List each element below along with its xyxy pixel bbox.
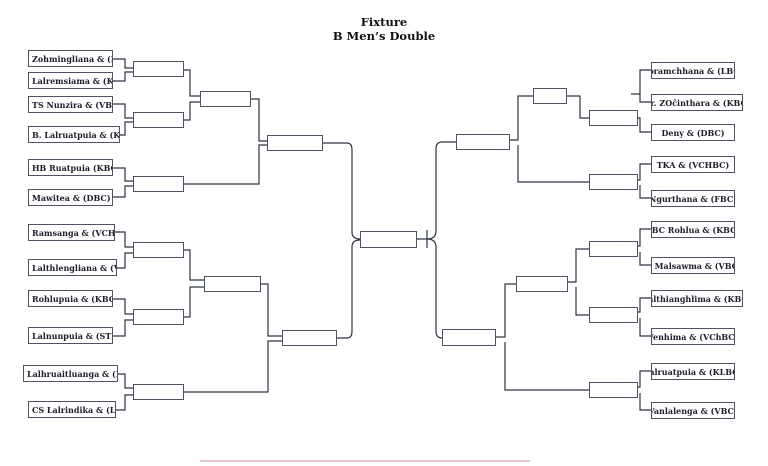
left-r1-winner-box (133, 176, 184, 192)
left-r1-winner-box (133, 384, 184, 400)
bracket-connector (113, 58, 133, 82)
bracket-connector (337, 239, 361, 339)
right-r3-winner-box (456, 134, 510, 150)
bracket-connector (323, 142, 361, 240)
left-entry-1: Zohmingliana & (FBC) (28, 50, 113, 67)
left-r1-winner-box (133, 61, 184, 77)
left-r3-winner-box (282, 330, 337, 346)
left-entry-12: CS Lalrindika & (LBC) (28, 401, 116, 418)
bracket-connector (417, 230, 428, 248)
right-entry-5: Ngurthana & (FBC) (651, 190, 735, 207)
left-r1-winner-box (133, 112, 184, 128)
right-r2-winner-box (533, 88, 567, 104)
bracket-connector (426, 238, 443, 339)
left-r2-winner-box (204, 276, 261, 292)
left-r1-winner-box (133, 309, 184, 325)
bracket-connector (638, 117, 651, 133)
bracket-connector (638, 370, 651, 411)
bracket-connector (567, 95, 589, 119)
right-entry-1: Zoramchhana & (LBC) (651, 62, 735, 79)
left-entry-3: TS Nunzira & (VBC) (28, 96, 113, 113)
right-entry-7: T. Malsawma & (VBC) (651, 257, 735, 274)
right-r2-winner-box (516, 276, 568, 292)
left-entry-9: Rohlupuia & (KBC) (28, 290, 113, 307)
right-entry-4: TKA & (VCHBC) (651, 156, 735, 173)
left-entry-2: Lalremsiama & (KLBC) (28, 72, 113, 89)
bracket-connector (638, 297, 651, 337)
page-subtitle: B Men’s Double (332, 29, 436, 43)
left-entry-8: Lalthlengliana & (VBC) (28, 259, 117, 276)
left-r2-winner-box (200, 91, 251, 107)
bracket-connector (113, 373, 133, 411)
left-r3-winner-box (267, 135, 323, 151)
right-r1-winner-box (589, 307, 638, 323)
page-title: Fixture (360, 15, 408, 29)
final-winner-box (360, 231, 417, 248)
fixture-title-block: Fixture B Men’s Double (0, 15, 768, 43)
right-r1-winner-box (589, 110, 638, 126)
left-entry-11: Lalhruaitluanga & (KBC) (23, 365, 118, 382)
right-r1-winner-box (589, 174, 638, 190)
left-entry-7: Ramsanga & (VCHBC) (28, 224, 115, 241)
left-entry-10: Lalnunpuia & (STBC) (28, 327, 113, 344)
right-entry-10: Lalruatpuia & (KLBC) (651, 363, 735, 380)
bracket-connector (113, 167, 133, 198)
bracket-connector (568, 248, 589, 316)
right-entry-11: Vanlalenga & (VBC) (651, 402, 735, 419)
right-r1-winner-box (589, 382, 638, 398)
bracket-connector (638, 163, 651, 199)
bracket-connector (184, 98, 267, 185)
bracket-connector (184, 69, 200, 121)
right-entry-8: Lalthianghlima & (KBC) (651, 290, 743, 307)
left-entry-6: Mawitea & (DBC) (28, 189, 113, 206)
bracket-connector (184, 283, 282, 393)
bracket-connector (638, 228, 651, 266)
bracket-connector (496, 283, 589, 391)
right-entry-6: TBC Rohlua & (KBC) (651, 221, 735, 238)
right-r3-winner-box (442, 329, 496, 346)
right-entry-9: Venhima & (VChBC) (651, 328, 735, 345)
bracket-connector (426, 141, 456, 240)
right-r1-winner-box (589, 241, 638, 257)
right-entry-2: Dr. ZOĉinthara & (KBC) (651, 94, 743, 111)
bottom-edge-mark (200, 460, 530, 462)
left-entry-5: HB Ruatpuia (KBC) (28, 159, 113, 176)
bracket-connector (113, 231, 133, 269)
bracket-connector (113, 298, 133, 337)
bracket-connector (510, 95, 589, 183)
right-entry-3: Deny & (DBC) (651, 124, 735, 141)
bracket-connector (184, 249, 204, 318)
left-r1-winner-box (133, 242, 184, 258)
bracket-connector (631, 69, 651, 103)
left-entry-4: B. Lalruatpuia & (KBC) (28, 126, 120, 143)
